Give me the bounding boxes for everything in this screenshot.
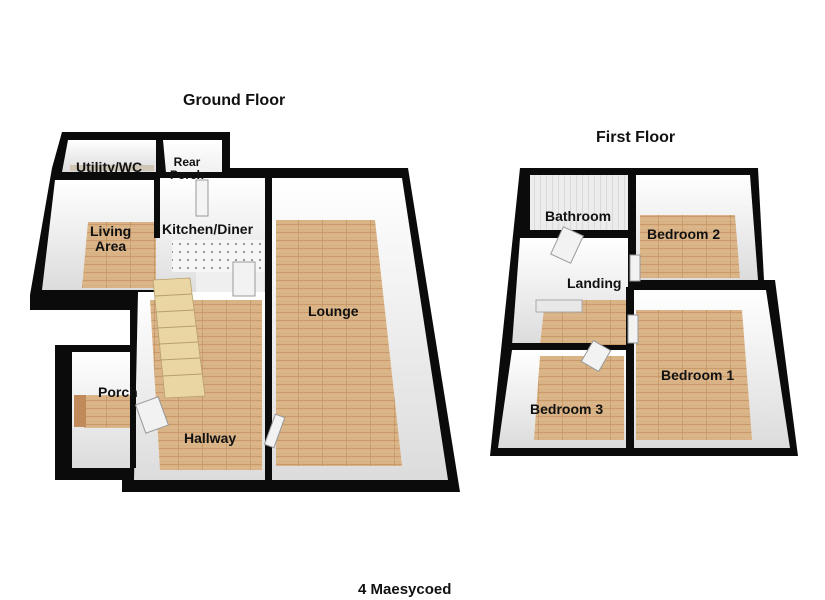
- utility-floor: [70, 165, 154, 171]
- hallway-label: Hallway: [184, 430, 237, 446]
- landing-banister: [535, 299, 583, 313]
- rear-porch-label: Rear Porch: [170, 155, 205, 183]
- kitchen-door: [232, 261, 256, 297]
- wall-bath-bed2: [628, 172, 635, 232]
- bedroom3-door: [580, 339, 612, 373]
- landing-label: Landing: [567, 275, 622, 291]
- bedroom1-label: Bedroom 1: [661, 367, 735, 383]
- living-area-label: Living Area: [90, 223, 132, 255]
- lounge-label: Lounge: [308, 303, 359, 319]
- bedroom2-label: Bedroom 2: [647, 226, 721, 242]
- bathroom-door: [550, 226, 584, 264]
- living-area-label-line2: Area: [95, 238, 127, 255]
- lounge-door: [263, 413, 286, 449]
- wall-landing-bed1: [626, 287, 633, 447]
- bathroom-room: [530, 175, 628, 230]
- first-floor-title: First Floor: [596, 129, 676, 146]
- wall-utility-porch: [156, 140, 163, 176]
- porch-door: [74, 395, 86, 427]
- wall-utility-living: [62, 172, 224, 178]
- ground-floor-title: Ground Floor: [183, 92, 286, 109]
- first-floor: [490, 168, 798, 456]
- property-caption: 4 Maesycoed: [358, 581, 452, 598]
- bedroom1-floor: [636, 310, 752, 440]
- rear-porch-label-line2: Porch: [170, 168, 205, 183]
- ground-floor: [30, 132, 460, 492]
- bedroom3-floor: [534, 356, 624, 440]
- bathroom-label: Bathroom: [545, 208, 612, 224]
- kitchen-diner-label: Kitchen/Diner: [162, 221, 254, 237]
- bedroom2-floor: [640, 215, 740, 278]
- lounge-floor: [276, 220, 402, 466]
- porch-floor: [82, 395, 130, 428]
- hallway-door: [134, 396, 170, 434]
- utility-wc-label: Utility/WC: [76, 159, 143, 175]
- wall-lounge-lower: [265, 450, 272, 480]
- porch-divider-wall: [130, 352, 136, 468]
- ground-stairs: [152, 277, 206, 399]
- living-area-label-line1: Living: [90, 223, 132, 239]
- bedroom1-door: [627, 314, 639, 344]
- wall-living-kitchen: [154, 178, 160, 238]
- wall-landing-bed3: [512, 343, 592, 350]
- bedroom2-door: [629, 254, 641, 282]
- porch-label: Porch: [98, 384, 138, 400]
- rear-porch-label-line1: Rear: [173, 155, 201, 169]
- wall-kitchen-lounge: [265, 178, 272, 410]
- bedroom3-label: Bedroom 3: [530, 401, 604, 417]
- wall-bed2-bed1: [634, 280, 764, 287]
- living-area-floor: [82, 222, 156, 288]
- rear-porch-door: [195, 179, 209, 217]
- utility-room: [62, 140, 156, 172]
